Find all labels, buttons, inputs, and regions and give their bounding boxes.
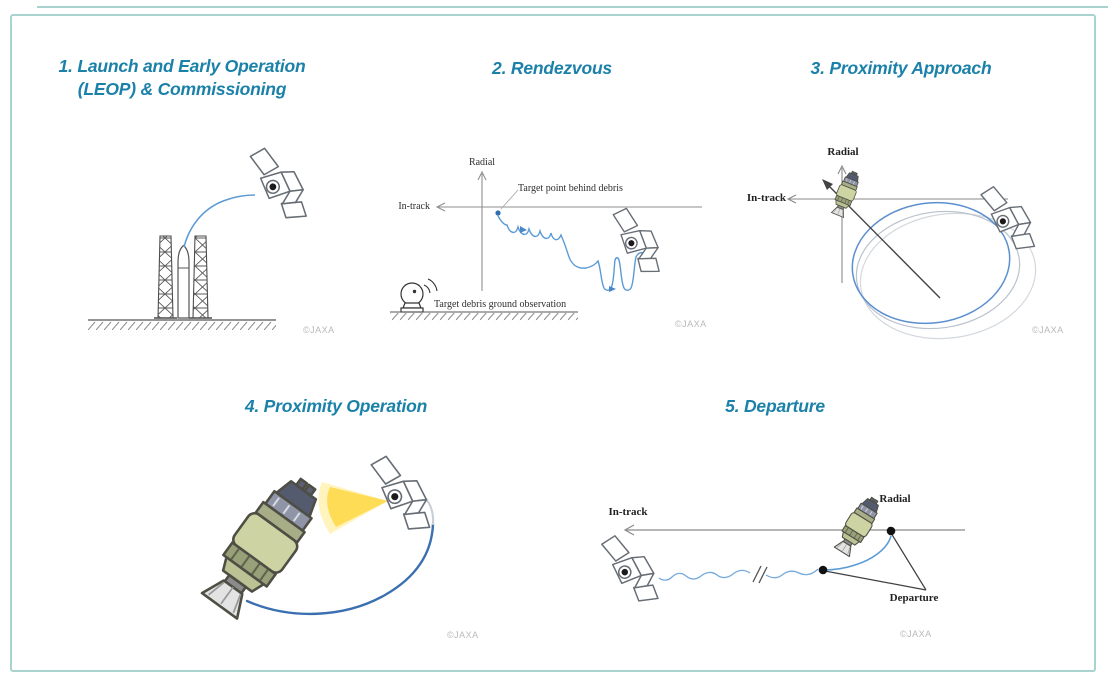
radial-axis-label: Radial [827,146,859,158]
approach-orbit-blue [851,201,1011,325]
panel-title-launch-line1: 1. Launch and Early Operation [58,56,306,76]
intrack-axis-label: In-track [746,192,786,204]
jaxa-credit-rendezvous: ©JAXA [675,319,707,329]
jaxa-credit-departure: ©JAXA [900,629,932,639]
intrack-axis [435,202,702,212]
target-point-dot [495,210,501,216]
intrack-axis [786,194,1008,204]
rendezvous-trajectory-curve [497,215,645,291]
panel-rendezvous-art [390,170,702,322]
jaxa-credit-launch: ©JAXA [303,325,335,335]
panel-departure-art [589,492,965,607]
intrack-axis-label: In-track [608,506,648,518]
panel-title-launch: 1. Launch and Early Operation (LEOP) & C… [30,55,334,101]
departure-curve [822,535,892,571]
satellite-icon [969,183,1048,254]
flash-cone [327,487,388,527]
panel-title-launch-line2: (LEOP) & Commissioning [77,79,287,99]
panel-launch-art [88,144,323,330]
radial-axis [477,170,487,291]
top-divider-line [37,6,1108,8]
panel-proximity-approach-art [786,164,1048,340]
intrack-axis [623,524,965,536]
launch-tower-right [189,235,212,319]
departure-label: Departure [889,592,939,604]
satellite-icon [589,532,672,607]
radial-axis-label: Radial [468,157,496,168]
jaxa-credit-proximity-operation: ©JAXA [447,630,479,640]
tether-wavy-line-left [658,569,751,581]
panel-title-departure: 5. Departure [725,396,825,416]
frame-border [10,14,1096,672]
intrack-axis-label: In-track [398,201,430,212]
debris-icon-large [194,465,333,625]
waypoint-dot-middle [818,565,828,575]
ground-observation-label: Target debris ground observation [434,299,567,310]
approach-orbit-middle [855,210,1021,330]
trajectory-direction-arrow [520,226,527,233]
rocket [177,244,190,319]
tether-wavy-line-right [765,568,819,579]
panel-title-proximity-operation: 4. Proximity Operation [244,396,428,416]
jaxa-credit-proximity-approach: ©JAXA [1032,325,1064,335]
panel-proximity-operation-art [194,451,448,625]
radial-axis-label: Radial [879,493,911,505]
launch-tower-left [154,235,177,319]
trajectory-direction-arrow-2 [609,286,616,292]
approach-orbit-outer [859,212,1037,340]
target-point-label: Target point behind debris [518,183,623,194]
debris-icon [828,168,864,219]
satellite-icon [596,204,678,279]
break-symbol [752,565,768,584]
ground-hatching [88,321,276,330]
target-point-leader-line [500,189,519,210]
waypoint-dot-right [886,526,896,536]
ground-hatching [390,313,578,322]
panel-title-proximity-approach: 3. Proximity Approach [810,58,992,78]
ascent-trajectory-curve [183,194,256,248]
departure-triangle [824,532,927,591]
fly-around-arc [245,522,435,616]
satellite-icon [235,144,323,225]
panel-title-rendezvous: 2. Rendezvous [492,58,612,78]
ground-station-dish-icon [400,278,438,313]
